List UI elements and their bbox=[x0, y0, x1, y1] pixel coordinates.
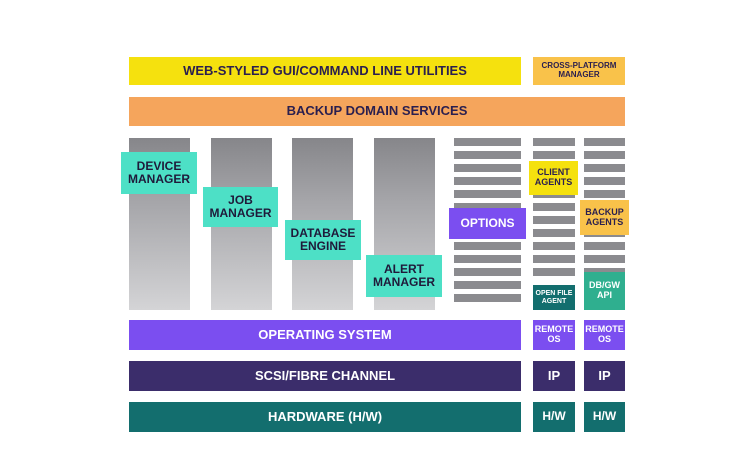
options-stripes bbox=[454, 138, 521, 310]
hw-1-label: H/W bbox=[542, 409, 566, 424]
hardware-label: HARDWARE (H/W) bbox=[267, 408, 383, 424]
hw-1: H/W bbox=[533, 402, 575, 432]
alert-manager: ALERT MANAGER bbox=[366, 255, 442, 297]
db-gw-api: DB/GW API bbox=[584, 272, 625, 310]
ip-2: IP bbox=[584, 361, 625, 391]
remote-os-2-label: REMOTE OS bbox=[585, 324, 624, 344]
hardware: HARDWARE (H/W) bbox=[129, 402, 521, 432]
cross-platform-manager-label: CROSS-PLATFORM MANAGER bbox=[541, 61, 617, 79]
operating-system: OPERATING SYSTEM bbox=[129, 320, 521, 350]
scsi-fibre-channel: SCSI/FIBRE CHANNEL bbox=[129, 361, 521, 391]
job-manager: JOB MANAGER bbox=[203, 187, 278, 227]
scsi-fibre-channel-label: SCSI/FIBRE CHANNEL bbox=[254, 367, 396, 383]
open-file-agent: OPEN FILE AGENT bbox=[533, 285, 575, 310]
hw-2: H/W bbox=[584, 402, 625, 432]
operating-system-label: OPERATING SYSTEM bbox=[258, 326, 392, 342]
options-label: OPTIONS bbox=[460, 215, 515, 230]
client-agents: CLIENT AGENTS bbox=[529, 161, 578, 195]
open-file-agent-label: OPEN FILE AGENT bbox=[535, 289, 573, 305]
ip-1: IP bbox=[533, 361, 575, 391]
cross-platform-manager: CROSS-PLATFORM MANAGER bbox=[533, 57, 625, 85]
backup-domain-services-label: BACKUP DOMAIN SERVICES bbox=[286, 103, 468, 119]
database-engine-label: DATABASE ENGINE bbox=[290, 225, 356, 253]
alert-manager-label: ALERT MANAGER bbox=[373, 261, 435, 289]
remote-os-2: REMOTE OS bbox=[584, 320, 625, 350]
hw-2-label: H/W bbox=[592, 409, 617, 424]
db-gw-api-label: DB/GW API bbox=[589, 280, 620, 300]
ip-2-label: IP bbox=[598, 367, 611, 383]
device-manager-label: DEVICE MANAGER bbox=[128, 158, 190, 186]
backup-agents: BACKUP AGENTS bbox=[580, 200, 629, 235]
ip-1-label: IP bbox=[547, 367, 561, 383]
job-manager-label: JOB MANAGER bbox=[209, 192, 272, 220]
gui-layer: WEB-STYLED GUI/COMMAND LINE UTILITIES bbox=[129, 57, 521, 85]
backup-domain-services: BACKUP DOMAIN SERVICES bbox=[129, 97, 625, 126]
database-engine: DATABASE ENGINE bbox=[285, 220, 361, 260]
gui-layer-label: WEB-STYLED GUI/COMMAND LINE UTILITIES bbox=[183, 62, 467, 78]
remote-os-1-label: REMOTE OS bbox=[534, 324, 574, 344]
backup-agents-label: BACKUP AGENTS bbox=[585, 206, 624, 227]
options: OPTIONS bbox=[449, 208, 526, 239]
remote-os-1: REMOTE OS bbox=[533, 320, 575, 350]
device-manager: DEVICE MANAGER bbox=[121, 152, 197, 194]
client-agents-label: CLIENT AGENTS bbox=[534, 167, 573, 187]
